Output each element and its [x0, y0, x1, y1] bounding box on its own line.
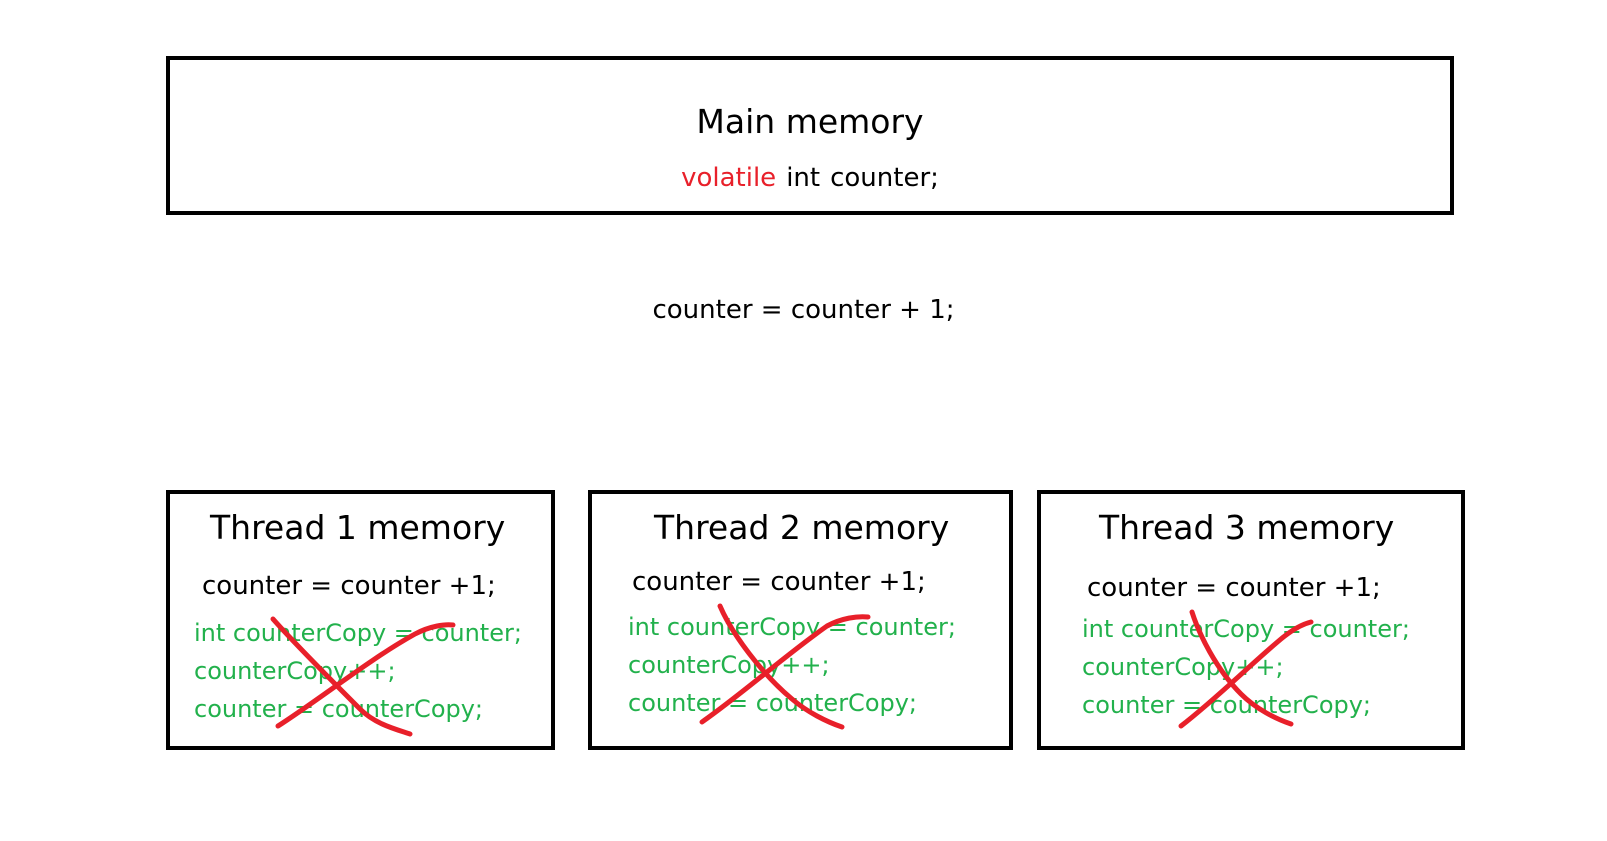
volatile-keyword: volatile: [681, 163, 777, 193]
thread-2-code-line-3: counter = counterCopy;: [628, 689, 918, 717]
main-memory-title: Main memory: [696, 102, 924, 141]
thread-3-code-line-3: counter = counterCopy;: [1082, 691, 1372, 719]
thread-1-code-line-3: counter = counterCopy;: [194, 695, 484, 723]
thread-1-crossed-code: int counterCopy = counter; counterCopy++…: [194, 614, 522, 728]
counter-variable: counter;: [830, 163, 939, 193]
main-memory-box: Main memory volatile int counter;: [166, 56, 1454, 215]
thread-2-memory-box: Thread 2 memory counter = counter +1; in…: [588, 490, 1013, 750]
int-type: int: [786, 163, 821, 193]
thread-3-crossed-code: int counterCopy = counter; counterCopy++…: [1082, 610, 1410, 724]
thread-2-code-line-2: counterCopy++;: [628, 651, 830, 679]
thread-1-memory-box: Thread 1 memory counter = counter +1; in…: [166, 490, 555, 750]
volatile-declaration: volatile int counter;: [170, 162, 1450, 194]
thread-1-code-line-1: int counterCopy = counter;: [194, 619, 522, 647]
thread-3-title: Thread 3 memory: [1099, 508, 1395, 547]
thread-3-code-line-1: int counterCopy = counter;: [1082, 615, 1410, 643]
thread-1-code-line-2: counterCopy++;: [194, 657, 396, 685]
thread-3-statement: counter = counter +1;: [1087, 573, 1381, 603]
thread-2-title: Thread 2 memory: [654, 508, 950, 547]
thread-1-title: Thread 1 memory: [210, 508, 506, 547]
thread-2-crossed-code: int counterCopy = counter; counterCopy++…: [628, 608, 956, 722]
thread-3-code-line-2: counterCopy++;: [1082, 653, 1284, 681]
increment-statement: counter = counter + 1;: [652, 295, 955, 325]
thread-3-memory-box: Thread 3 memory counter = counter +1; in…: [1037, 490, 1465, 750]
thread-2-code-line-1: int counterCopy = counter;: [628, 613, 956, 641]
thread-1-statement: counter = counter +1;: [202, 571, 496, 601]
thread-2-statement: counter = counter +1;: [632, 567, 926, 597]
